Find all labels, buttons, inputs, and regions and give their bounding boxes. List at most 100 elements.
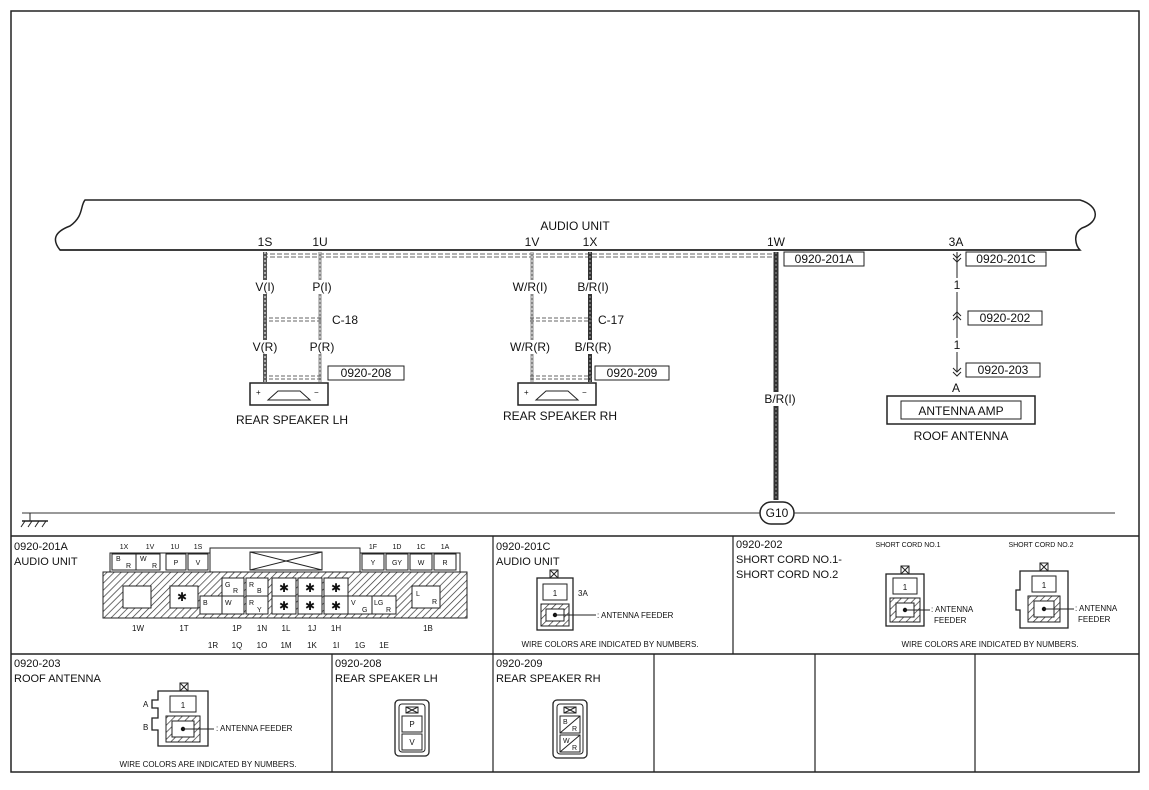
feeder-label: : ANTENNA: [931, 605, 974, 614]
wire-color: L: [416, 591, 420, 598]
wire-color: R: [152, 563, 157, 570]
panel-201a-code: 0920-201A: [14, 541, 68, 553]
wire-color: V: [351, 600, 356, 607]
connector-201a-drawing: ✱ ✱ ✱ ✱ ✱ ✱ ✱: [102, 547, 468, 619]
connector-202-cord2-drawing: [1015, 562, 1074, 629]
connector-209-drawing: [552, 699, 588, 759]
pin-label: 1K: [307, 641, 317, 650]
page-border: [10, 10, 1140, 773]
wire-color: B: [563, 719, 568, 726]
svg-text:−: −: [582, 388, 587, 397]
rear-speaker-rh-label: REAR SPEAKER RH: [503, 409, 617, 423]
wire-color: R: [442, 560, 447, 567]
pin-label: 1J: [308, 624, 316, 633]
note: WIRE COLORS ARE INDICATED BY NUMBERS.: [901, 640, 1078, 649]
ref-0920-201a: 0920-201A: [795, 252, 854, 266]
shield-line: [263, 253, 775, 258]
wire-color: Y: [371, 560, 376, 567]
wire-label-1v-r: W/R(R): [510, 340, 550, 354]
pin-label: 1U: [171, 544, 180, 551]
wire-label-1s-r: V(R): [253, 340, 278, 354]
panel-0920-203: 0920-203 ROOF ANTENNA A B 1 : ANTENNA FE…: [14, 658, 297, 769]
cord2-label: SHORT CORD NO.2: [1008, 542, 1073, 549]
ref-0920-203: 0920-203: [978, 363, 1029, 377]
pin-label: 1I: [333, 641, 340, 650]
pin-label: 1A: [441, 544, 450, 551]
panel-201c-name: AUDIO UNIT: [496, 556, 560, 568]
pin-label: 1G: [355, 641, 366, 650]
pin-label: 1B: [423, 624, 433, 633]
panel-201a-name: AUDIO UNIT: [14, 556, 78, 568]
cord1-label: SHORT CORD NO.1: [875, 542, 940, 549]
pin-label: 1L: [282, 624, 291, 633]
wire-color: P: [174, 560, 179, 567]
pin-label: 1M: [280, 641, 291, 650]
pin-label: B: [143, 723, 148, 732]
pin-label: 1W: [132, 624, 144, 633]
svg-text:+: +: [256, 388, 261, 397]
pin-label: 1N: [257, 624, 267, 633]
connector-201c-drawing: [536, 569, 596, 631]
panel-203-name: ROOF ANTENNA: [14, 673, 101, 685]
ref-0920-208: 0920-208: [341, 366, 392, 380]
terminal-3a: 3A: [949, 235, 964, 249]
pin-label: 1O: [257, 641, 268, 650]
pin-label: 1V: [146, 544, 155, 551]
pin-label: 3A: [578, 589, 588, 598]
panel-208-name: REAR SPEAKER LH: [335, 673, 438, 685]
wire-label-1w: B/R(I): [764, 392, 795, 406]
pin-label: 1R: [208, 641, 218, 650]
pin-label: A: [143, 700, 149, 709]
rear-speaker-rh-symbol: +−: [517, 382, 597, 406]
feeder-label: : ANTENNA FEEDER: [216, 724, 293, 733]
panel-0920-201c: 0920-201C AUDIO UNIT 1 3A : ANTENNA FEED…: [496, 541, 699, 649]
wire-color: B: [257, 588, 262, 595]
pin-label: 1T: [179, 624, 188, 633]
note: WIRE COLORS ARE INDICATED BY NUMBERS.: [119, 760, 296, 769]
pin-label: 1P: [232, 624, 242, 633]
wire-color: Y: [257, 607, 262, 614]
terminal-1s: 1S: [258, 235, 273, 249]
feeder-label: : ANTENNA: [1075, 604, 1118, 613]
roof-antenna-label: ROOF ANTENNA: [914, 429, 1009, 443]
pin-number: 1: [1042, 581, 1047, 590]
antenna-amp-label: ANTENNA AMP: [918, 404, 1003, 418]
wire-label-1u-r: P(R): [310, 340, 335, 354]
wire-label-1s-i: V(I): [255, 280, 274, 294]
pin-number: 1: [553, 589, 558, 598]
terminal-1x: 1X: [583, 235, 598, 249]
wire-color: G: [225, 582, 230, 589]
wire-color: R: [386, 607, 391, 614]
panel-209-name: REAR SPEAKER RH: [496, 673, 601, 685]
audio-unit-body: AUDIO UNIT: [54, 199, 1096, 251]
wire-color: G: [362, 607, 367, 614]
wire-color: W: [418, 560, 425, 567]
note: WIRE COLORS ARE INDICATED BY NUMBERS.: [521, 640, 698, 649]
ground-g10-label: G10: [766, 506, 789, 520]
audio-unit-label: AUDIO UNIT: [540, 219, 610, 233]
unused-pin-icon: ✱: [305, 599, 315, 613]
wire-color: R: [249, 600, 254, 607]
wire-color: W: [563, 738, 570, 745]
panel-202-name1: SHORT CORD NO.1-: [736, 554, 842, 566]
joint-c17-label: C-17: [598, 313, 624, 327]
panel-0920-202: 0920-202 SHORT CORD NO.1- SHORT CORD NO.…: [736, 539, 1118, 649]
wire-color: R: [249, 582, 254, 589]
pin-label: 1F: [369, 544, 377, 551]
ref-0920-201c: 0920-201C: [976, 252, 1036, 266]
wire-color: B: [116, 556, 121, 563]
wire-label-1u-i: P(I): [312, 280, 331, 294]
pin-label: 1H: [331, 624, 341, 633]
svg-text:−: −: [314, 388, 319, 397]
unused-pin-icon: ✱: [305, 581, 315, 595]
wire-color: W: [225, 600, 232, 607]
panel-208-code: 0920-208: [335, 658, 382, 670]
wire-label-3a-top: 1: [954, 278, 961, 292]
feeder-label: FEEDER: [934, 616, 967, 625]
wire-label-1x-r: B/R(R): [575, 340, 612, 354]
wire-label-1v-i: W/R(I): [513, 280, 548, 294]
rear-speaker-lh-symbol: +−: [249, 382, 329, 406]
wire-color: R: [572, 726, 577, 733]
ref-0920-202: 0920-202: [980, 311, 1031, 325]
